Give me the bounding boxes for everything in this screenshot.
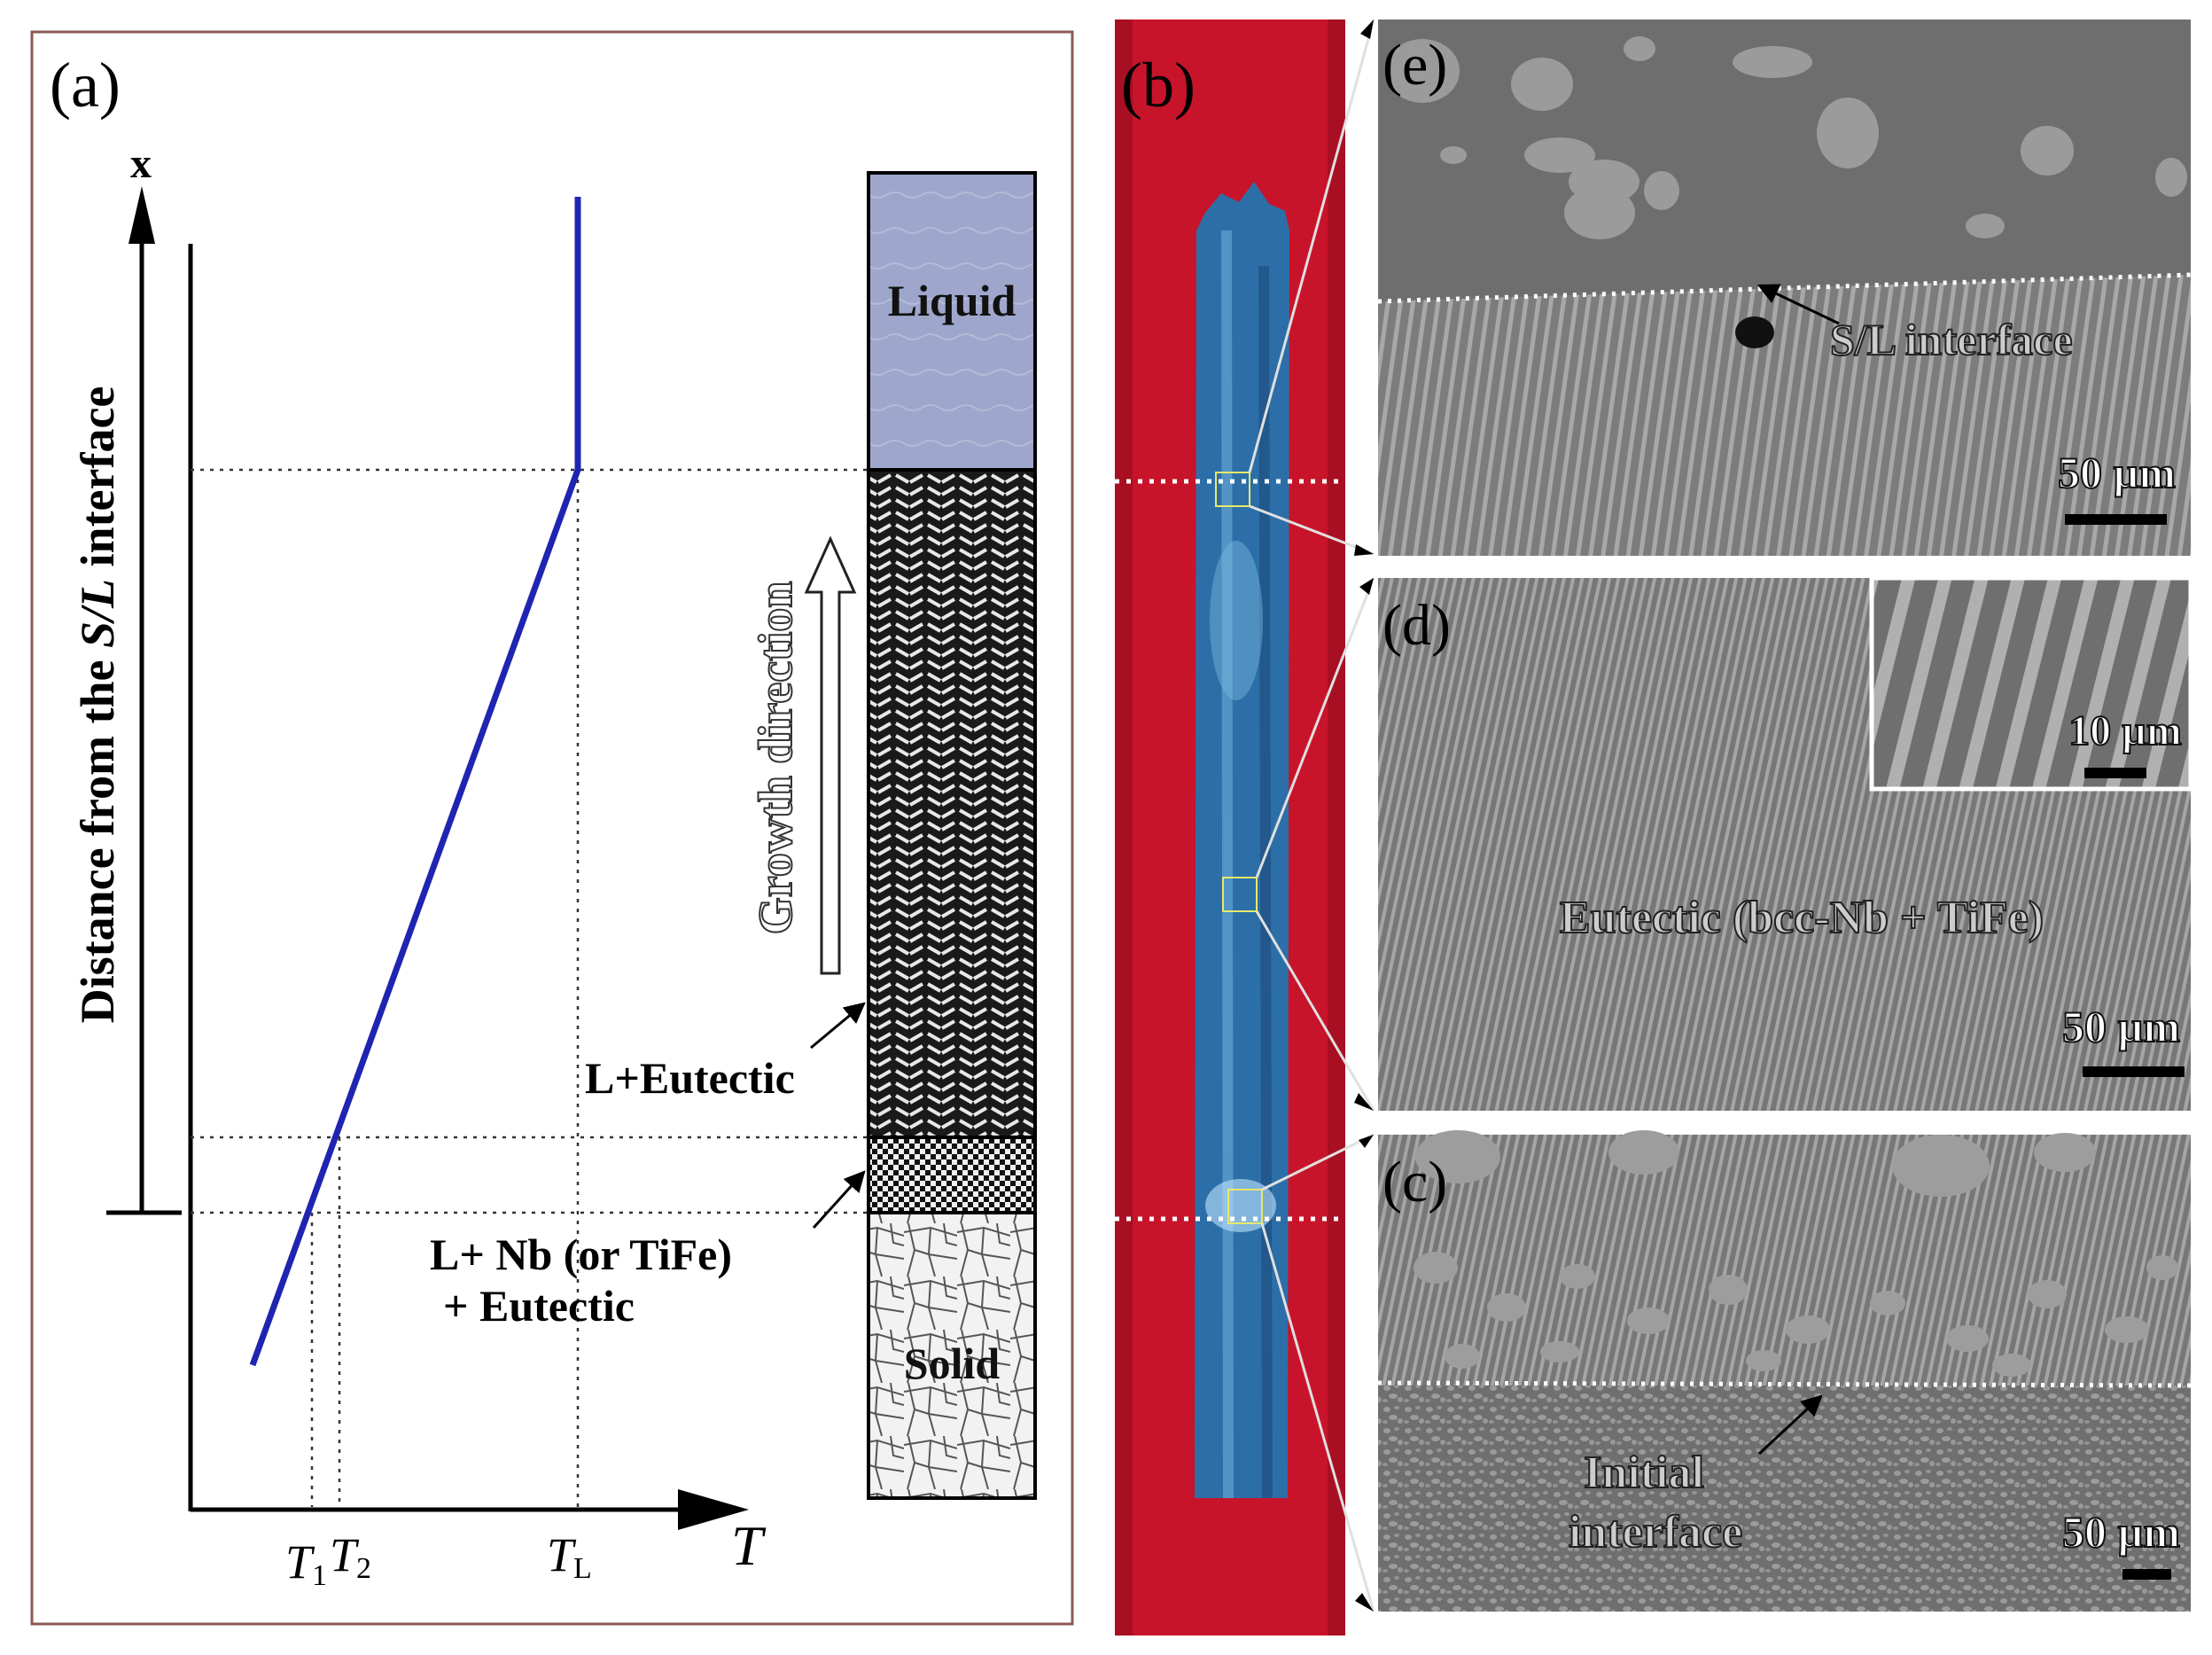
zone-solid [867, 1211, 1037, 1500]
panel-e-label: (e) [1382, 33, 1447, 98]
sem-e-scale-label: 50 µm [2058, 448, 2176, 497]
sem-c-globules [1414, 1130, 2178, 1377]
zone-mushy [867, 1136, 1037, 1214]
label-l-eutectic: L+Eutectic [585, 1053, 795, 1103]
sem-d-inset [1869, 575, 2193, 792]
sem-d-scale-label: 50 µm [2062, 1002, 2180, 1051]
sem-e-annotation-arrow [1756, 284, 1840, 325]
x-axis-arrowhead [678, 1489, 749, 1530]
label-l-nb-line2: + Eutectic [443, 1281, 635, 1331]
label-l-nb-line1: L+ Nb (or TiFe) [430, 1230, 732, 1279]
guide-lines [191, 468, 868, 1507]
arrow-l-nb [812, 1170, 866, 1230]
panel-c: (c) Initial interface 50 µm [1377, 1130, 2192, 1612]
zone-liquid-label: Liquid [888, 276, 1016, 325]
sample-box-lower [1227, 1189, 1263, 1224]
panel-a: (a) T x Distance from the S/L interface … [30, 30, 1074, 1626]
panel-d: (d) Eutectic (bcc-Nb + TiFe) 10 µm 50 µm [1378, 575, 2193, 1111]
y-axis-symbol: x [130, 140, 152, 187]
sem-c-annotation-line1: Initial [1584, 1448, 1704, 1498]
arrow-l-eutectic [810, 1002, 866, 1050]
panel-d-label: (d) [1382, 593, 1451, 658]
growth-direction-arrow-icon [804, 535, 857, 975]
sem-d-scale-bar [2083, 1066, 2185, 1077]
panel-a-label: (a) [50, 50, 121, 121]
zone-solid-label: Solid [904, 1339, 1001, 1388]
growth-direction-label: Growth direction [749, 582, 802, 935]
sem-c-scale-label: 50 µm [2062, 1507, 2180, 1557]
sem-c-scale-bar [2122, 1569, 2171, 1580]
panel-c-label: (c) [1382, 1150, 1447, 1214]
sem-e-solid-region [1378, 275, 2191, 556]
sem-e-scale-bar [2065, 514, 2167, 525]
zone-liquid [867, 171, 1037, 472]
panel-b: (b) [1115, 20, 1345, 1635]
x-axis-symbol: T [731, 1514, 767, 1577]
tick-label-tl: TL [547, 1528, 592, 1585]
sem-c-upper-region [1378, 1135, 2191, 1386]
sem-c-annotation-arrow [1757, 1394, 1823, 1456]
sem-c-lower-region [1378, 1386, 2191, 1612]
tick-label-t1: T1 [285, 1535, 327, 1592]
connector-arrowheads [1354, 20, 1374, 1612]
sample-box-middle [1222, 877, 1258, 912]
tick-label-t2: T2 [330, 1528, 371, 1585]
sem-d-inset-scale-label: 10 µm [2068, 707, 2182, 754]
zone-eutectic [867, 468, 1037, 1139]
connector-lines [1248, 19, 1375, 1612]
y-axis-title: Distance from the S/L interface [71, 386, 124, 1024]
sem-c-annotation-line2: interface [1569, 1507, 1742, 1557]
sample-box-upper [1215, 472, 1250, 507]
sem-e-globules [1385, 36, 2187, 239]
sem-d-inset-scale-bar [2084, 768, 2146, 778]
distance-arrowhead [129, 186, 155, 244]
sem-e-annotation: S/L interface [1830, 315, 2073, 364]
panel-b-label: (b) [1121, 50, 1196, 121]
panel-e: (e) S/L interface 50 µm [1377, 20, 2192, 556]
temperature-profile-curve [249, 197, 581, 1367]
sem-d-annotation: Eutectic (bcc-Nb + TiFe) [1560, 893, 2044, 943]
